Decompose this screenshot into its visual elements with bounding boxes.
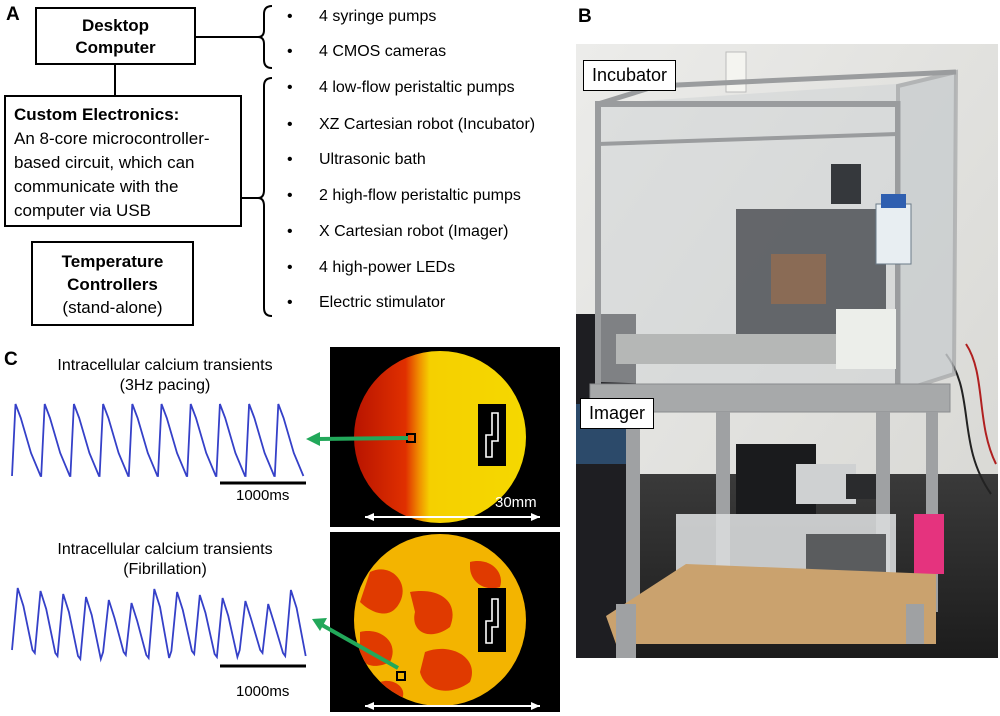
optical-map-fibrillation (330, 532, 560, 712)
trace-line-pacing (11, 403, 305, 477)
electronics-title: Custom Electronics: (14, 105, 180, 124)
temperature-line1: Temperature (61, 252, 164, 271)
panel-a-label: A (6, 4, 20, 25)
arrowhead-bottom (312, 618, 327, 631)
electronics-line: communicate with the (14, 177, 179, 196)
list-item: •4 CMOS cameras (287, 43, 447, 60)
electronics-line: computer via USB (14, 201, 151, 220)
incubator-label: Incubator (583, 60, 677, 91)
panel-a-connectors (114, 5, 273, 317)
panel-c-label: C (4, 349, 18, 370)
arrow-to-trace-top (317, 436, 409, 441)
arrowhead-top (306, 432, 320, 446)
trace-line-fibrillation (11, 587, 307, 663)
electronics-line: An 8-core microcontroller- (14, 129, 210, 148)
list-item: •2 high-flow peristaltic pumps (287, 187, 521, 204)
calcium-trace-pacing (11, 403, 306, 485)
temperature-controllers-box: Temperature Controllers (stand-alone) (31, 241, 194, 326)
trace-title-top: Intracellular calcium transients (3Hz pa… (57, 357, 273, 394)
trace-title-bottom: Intracellular calcium transients (Fibril… (57, 541, 273, 578)
list-item: •Electric stimulator (287, 294, 446, 311)
spatial-scale-label-top: 30mm (495, 494, 537, 511)
desktop-line1: Desktop (81, 16, 150, 35)
spatial-scale-label-bottom: 30mm (495, 683, 537, 700)
imager-label: Imager (580, 398, 655, 429)
desktop-line2: Computer (75, 38, 156, 57)
optical-map-pacing (330, 347, 560, 527)
arrow-to-trace-bottom (321, 623, 399, 670)
roi-marker-bottom (396, 671, 406, 681)
list-item: •XZ Cartesian robot (Incubator) (287, 116, 536, 133)
roi-arrows (306, 432, 409, 670)
device-list: •4 syringe pumps •4 CMOS cameras •4 low-… (287, 0, 587, 330)
time-scale-label-bottom: 1000ms (236, 683, 290, 700)
calcium-trace-fibrillation (11, 587, 307, 668)
list-item: •4 high-power LEDs (287, 259, 456, 276)
time-scale-label-top: 1000ms (236, 487, 290, 504)
panel-b-label: B (578, 6, 592, 27)
list-item: •Ultrasonic bath (287, 151, 426, 168)
custom-electronics-box: Custom Electronics: An 8-core microcontr… (4, 95, 242, 227)
electronics-line: based circuit, which can (14, 153, 195, 172)
list-item: •X Cartesian robot (Imager) (287, 223, 509, 240)
instrument-photo (576, 44, 998, 658)
list-item: •4 low-flow peristaltic pumps (287, 79, 515, 96)
temperature-line2: Controllers (67, 275, 158, 294)
desktop-computer-box: Desktop Computer (35, 7, 196, 65)
temperature-line3: (stand-alone) (62, 298, 163, 317)
list-item: •4 syringe pumps (287, 8, 437, 25)
